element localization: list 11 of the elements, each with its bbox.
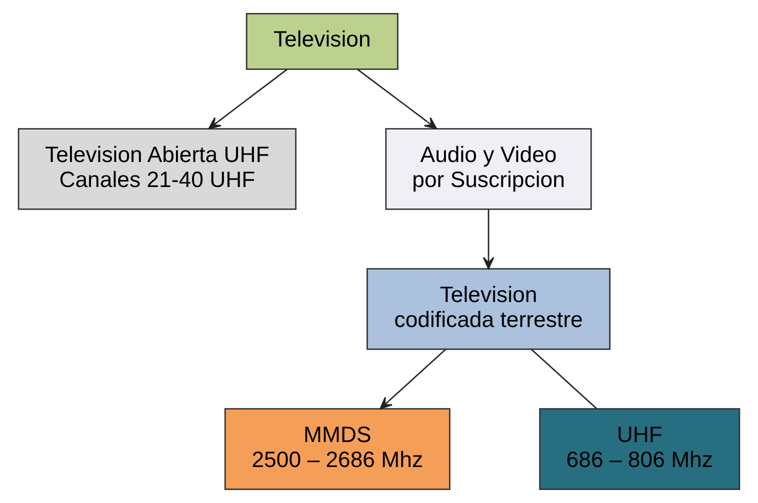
node-box: Television codificada terrestre (366, 268, 611, 350)
node-box: Television Abierta UHF Canales 21-40 UHF (18, 128, 297, 210)
arrow (208, 68, 288, 130)
node-box: Audio y Video por Suscripcion (385, 128, 592, 210)
node-box: MMDS 2500 – 2686 Mhz (224, 408, 450, 490)
arrow (482, 209, 494, 270)
node-box: Television (246, 13, 398, 70)
arrow (357, 68, 437, 130)
arrow (380, 348, 446, 410)
node-box: UHF 686 – 806 Mhz (539, 408, 740, 490)
connector (530, 348, 598, 410)
